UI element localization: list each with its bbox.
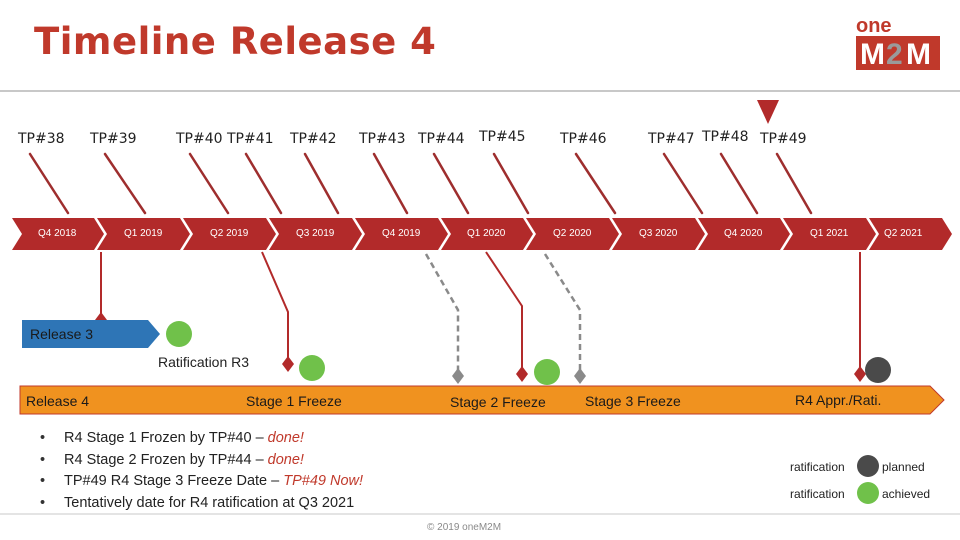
stage1-achieved-icon xyxy=(299,355,325,381)
footer-copyright: © 2019 oneM2M xyxy=(427,522,502,533)
title-divider xyxy=(0,90,960,92)
status-bullets: •R4 Stage 1 Frozen by TP#40 – done! •R4 … xyxy=(40,428,363,514)
quarter-label: Q1 2020 xyxy=(467,228,506,239)
tp-label: TP#49 xyxy=(760,131,807,147)
stage2-achieved-icon xyxy=(534,359,560,385)
ratification-achieved-icon xyxy=(166,321,192,347)
tp-label: TP#43 xyxy=(359,131,406,147)
tp-label: TP#46 xyxy=(560,131,607,147)
bullet-item: •TP#49 R4 Stage 3 Freeze Date – TP#49 No… xyxy=(40,473,364,489)
planned-connectors xyxy=(424,253,582,370)
svg-text:M: M xyxy=(860,38,885,71)
quarter-label: Q4 2020 xyxy=(724,228,763,239)
r4-approval-diamond-icon xyxy=(854,366,866,382)
stage2-diamond-icon xyxy=(516,366,528,382)
page-title: Timeline Release 4 xyxy=(34,20,437,63)
stage1-freeze-label: Stage 1 Freeze xyxy=(246,393,342,409)
release4-arrow xyxy=(19,385,945,415)
bullet-item: •R4 Stage 1 Frozen by TP#40 – done! xyxy=(40,430,304,446)
quarter-label: Q2 2021 xyxy=(884,228,923,239)
bullet-item: •R4 Stage 2 Frozen by TP#44 – done! xyxy=(40,451,304,468)
planned-diamond-icon xyxy=(452,368,464,384)
quarter-label: Q3 2019 xyxy=(296,228,335,239)
release3-arrow xyxy=(22,320,160,348)
planned-diamond-icon xyxy=(574,368,586,384)
legend-planned-icon xyxy=(857,455,879,477)
svg-text:2: 2 xyxy=(886,38,903,71)
r4-approval-label: R4 Appr./Rati. xyxy=(795,392,882,408)
tp-label: TP#48 xyxy=(702,129,749,145)
stage1-diamond-icon xyxy=(282,356,294,372)
quarter-label: Q2 2019 xyxy=(210,228,249,239)
legend-planned-word: ratification xyxy=(790,460,845,474)
milestone-connectors xyxy=(100,251,861,372)
tp-label: TP#40 xyxy=(176,131,223,147)
release3-label: Release 3 xyxy=(30,326,94,342)
tp-label: TP#47 xyxy=(648,131,695,147)
release4-label: Release 4 xyxy=(26,393,90,409)
quarter-label: Q1 2019 xyxy=(124,228,163,239)
svg-text:one: one xyxy=(856,15,892,37)
quarter-label: Q3 2020 xyxy=(639,228,678,239)
tp-label: TP#44 xyxy=(418,131,465,147)
quarter-bar xyxy=(12,218,952,250)
svg-text:M: M xyxy=(906,38,931,71)
tp-label: TP#45 xyxy=(479,129,526,145)
bullet-item: •Tentatively date for R4 ratification at… xyxy=(40,494,355,511)
tp-label: TP#41 xyxy=(227,131,274,147)
quarter-label: Q2 2020 xyxy=(553,228,592,239)
ratification-planned-icon xyxy=(865,357,891,383)
current-meeting-marker-icon xyxy=(757,100,779,124)
tp-label: TP#39 xyxy=(90,131,137,147)
quarter-label: Q4 2019 xyxy=(382,228,421,239)
legend-planned-status: planned xyxy=(882,460,925,474)
tp-connectors xyxy=(28,152,813,215)
stage3-freeze-label: Stage 3 Freeze xyxy=(585,393,681,409)
ratification-r3-label: Ratification R3 xyxy=(158,354,250,370)
quarter-label: Q4 2018 xyxy=(38,228,77,239)
legend-achieved-status: achieved xyxy=(882,487,931,501)
quarter-label: Q1 2021 xyxy=(810,228,849,239)
legend-achieved-word: ratification xyxy=(790,487,845,501)
onem2m-logo: one M 2 M xyxy=(856,15,940,71)
stage2-freeze-label: Stage 2 Freeze xyxy=(450,394,546,410)
legend-achieved-icon xyxy=(857,482,879,504)
tp-label: TP#38 xyxy=(18,131,65,147)
tp-label: TP#42 xyxy=(290,131,337,147)
